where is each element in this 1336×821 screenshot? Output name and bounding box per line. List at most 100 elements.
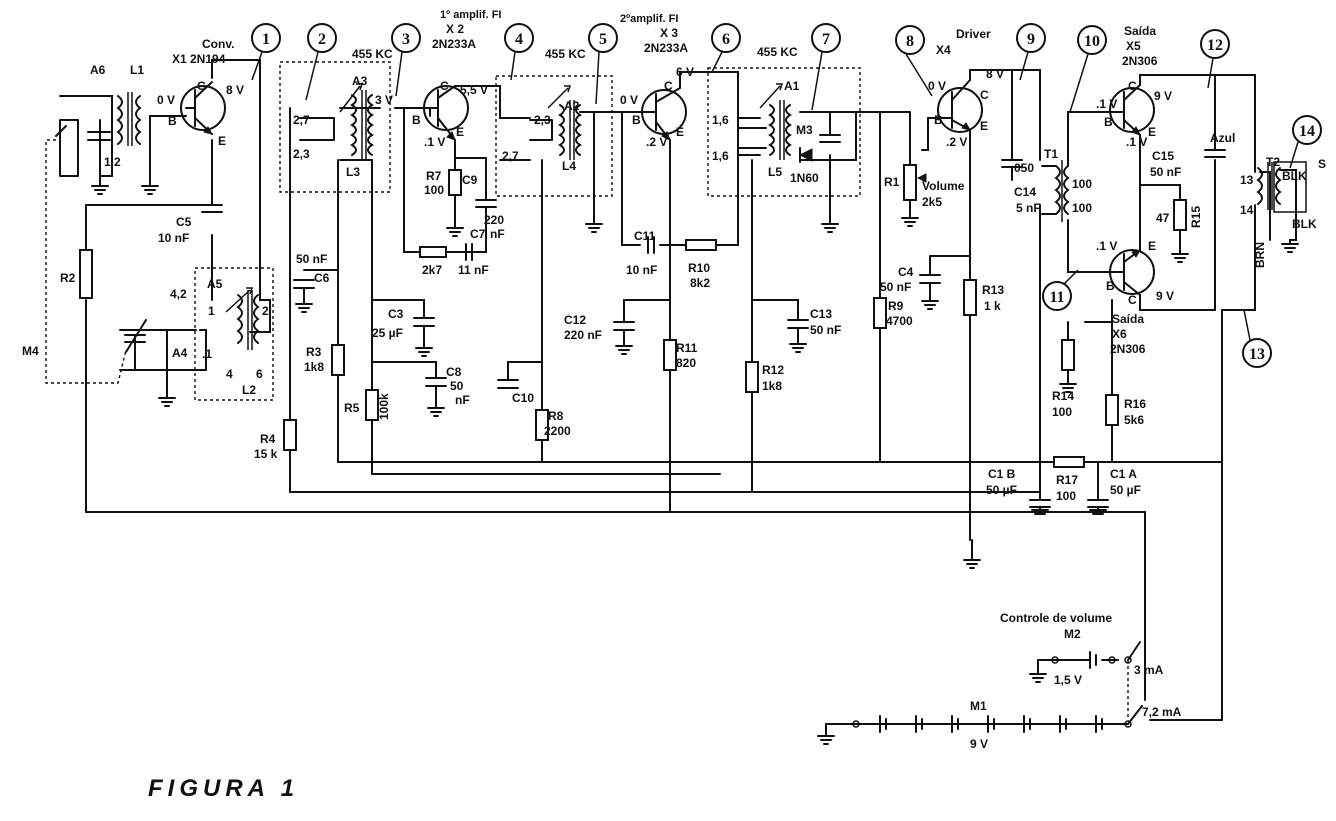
svg-text:R16: R16 — [1124, 397, 1146, 411]
svg-text:R1: R1 — [884, 175, 900, 189]
test-point-8: 8 — [895, 25, 925, 55]
svg-text:L2: L2 — [242, 383, 256, 397]
svg-text:A2: A2 — [564, 99, 580, 113]
svg-text:R15: R15 — [1189, 206, 1203, 228]
if2-part: 2N233A — [644, 41, 688, 55]
svg-text:11: 11 — [1049, 289, 1064, 306]
svg-text:14: 14 — [1240, 203, 1254, 217]
capacitor-c13 — [787, 319, 809, 341]
svg-text:8 V: 8 V — [226, 83, 244, 97]
svg-text:1,6: 1,6 — [712, 149, 729, 163]
capacitor-c5 — [201, 204, 223, 213]
svg-text:L5: L5 — [768, 165, 782, 179]
svg-text:0 V: 0 V — [928, 79, 946, 93]
resistor-r3 — [331, 344, 345, 376]
if-freq-2: 455 KC — [545, 47, 586, 61]
capacitor-c6 — [293, 279, 315, 301]
svg-text:4: 4 — [226, 367, 233, 381]
svg-text:50 nF: 50 nF — [810, 323, 841, 337]
svg-text:C6: C6 — [314, 271, 330, 285]
svg-text:2: 2 — [262, 304, 269, 318]
svg-text:C5: C5 — [176, 215, 192, 229]
if1-x: X 2 — [446, 22, 464, 36]
capacitor-c14 — [1001, 159, 1023, 181]
svg-text:A4: A4 — [172, 346, 188, 360]
svg-text:7: 7 — [822, 31, 830, 48]
svg-text:1k8: 1k8 — [762, 379, 782, 393]
a1-coil-1 — [768, 104, 775, 156]
svg-text:E: E — [1148, 239, 1156, 253]
svg-text:E: E — [218, 134, 226, 148]
svg-text:R11: R11 — [676, 341, 698, 355]
resistor-r12 — [745, 361, 759, 393]
svg-text:C: C — [1128, 293, 1137, 307]
resistor-r8 — [535, 409, 549, 441]
svg-text:1,5 V: 1,5 V — [1054, 673, 1082, 687]
capacitor-c11 — [647, 236, 655, 254]
svg-text:050: 050 — [1014, 161, 1034, 175]
driver-x: X4 — [936, 43, 951, 57]
svg-text:C: C — [664, 79, 673, 93]
svg-text:2200: 2200 — [544, 424, 571, 438]
resistor-r4 — [283, 419, 297, 451]
if2-x: X 3 — [660, 26, 678, 40]
svg-text:L3: L3 — [346, 165, 360, 179]
svg-text:nF: nF — [455, 393, 470, 407]
resistor-2k7 — [419, 246, 447, 258]
svg-text:13: 13 — [1249, 346, 1265, 363]
svg-text:M2: M2 — [1064, 627, 1081, 641]
svg-text:8k2: 8k2 — [690, 276, 710, 290]
svg-text:C9: C9 — [462, 173, 478, 187]
svg-text:5 nF: 5 nF — [1016, 201, 1041, 215]
driver-title: Driver — [956, 27, 991, 41]
svg-text:BLK: BLK — [1282, 169, 1307, 183]
svg-text:50 nF: 50 nF — [296, 252, 327, 266]
transistor-x4 — [937, 79, 983, 133]
svg-text:.1 V: .1 V — [1096, 97, 1117, 111]
svg-text:BLK: BLK — [1292, 217, 1317, 231]
capacitor-a6 — [55, 119, 111, 177]
capacitor-c15 — [1204, 149, 1226, 158]
svg-text:3 mA: 3 mA — [1134, 663, 1164, 677]
test-point-5: 5 — [588, 23, 618, 53]
svg-text:9: 9 — [1027, 31, 1035, 48]
svg-text:R10: R10 — [688, 261, 710, 275]
svg-text:14: 14 — [1299, 123, 1315, 140]
out2-title: Saída — [1112, 312, 1144, 326]
svg-text:B: B — [412, 113, 421, 127]
svg-text:15 k: 15 k — [254, 447, 278, 461]
svg-text:B: B — [168, 114, 177, 128]
transistor-x2 — [423, 85, 469, 141]
svg-text:4,2: 4,2 — [170, 287, 187, 301]
svg-text:Azul: Azul — [1210, 131, 1235, 145]
svg-text:Volume: Volume — [922, 179, 965, 193]
test-point-4: 4 — [504, 23, 534, 53]
svg-text:C3: C3 — [388, 307, 404, 321]
svg-text:C4: C4 — [898, 265, 914, 279]
svg-text:1,6: 1,6 — [712, 113, 729, 127]
svg-text:2,7: 2,7 — [502, 149, 519, 163]
diode-1n60 — [798, 147, 813, 163]
stage-titles: Conv. X1 2N194 1º amplif. FI X 2 2N233A … — [172, 9, 1158, 356]
resistor-r7 — [448, 169, 462, 196]
svg-text:10: 10 — [1084, 33, 1100, 50]
svg-text:M3: M3 — [796, 123, 813, 137]
svg-text:R5: R5 — [344, 401, 360, 415]
svg-text:T1: T1 — [1044, 147, 1058, 161]
svg-text:R4: R4 — [260, 432, 276, 446]
transistor-x6 — [1109, 249, 1155, 296]
figure-caption: FIGURA 1 — [148, 775, 299, 802]
svg-text:C7: C7 — [470, 227, 486, 241]
svg-text:100: 100 — [1072, 201, 1092, 215]
resistor-r2 — [79, 249, 93, 299]
svg-text:2k5: 2k5 — [922, 195, 942, 209]
svg-text:C: C — [1128, 79, 1137, 93]
resistor-r14 — [1061, 339, 1075, 371]
svg-text:R13: R13 — [982, 283, 1004, 297]
capacitor-c4 — [919, 274, 941, 299]
capacitor-a4 — [124, 319, 147, 353]
svg-text:1k8: 1k8 — [304, 360, 324, 374]
power-labels: Controle de volume M2 1,5 V 3 mA M1 9 V … — [970, 611, 1182, 751]
svg-text:100k: 100k — [377, 393, 391, 420]
